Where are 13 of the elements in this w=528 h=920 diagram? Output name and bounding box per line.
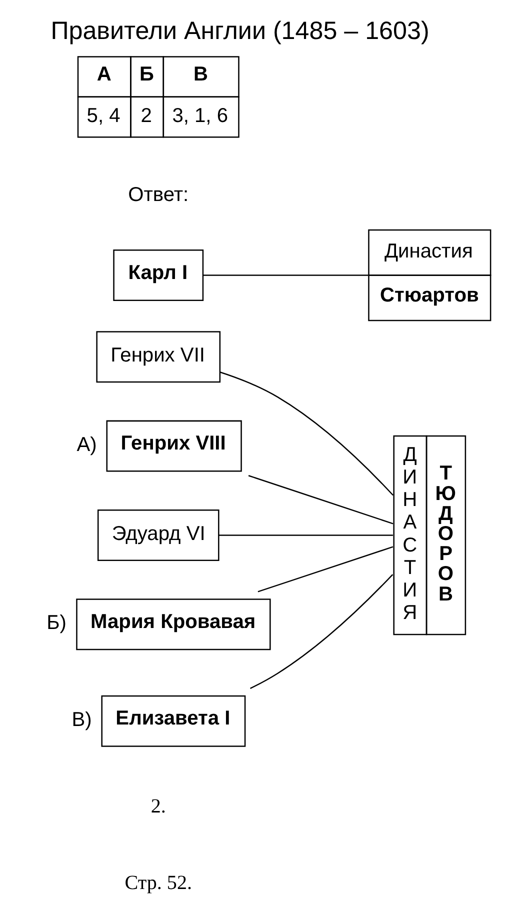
label: 2 xyxy=(140,104,152,126)
node-label: Б) xyxy=(46,612,66,634)
label: А xyxy=(96,62,111,85)
label: Б xyxy=(139,62,154,85)
node-label: А) xyxy=(76,433,96,456)
node-label: В) xyxy=(71,708,92,730)
label: 2. xyxy=(150,795,166,818)
label: В xyxy=(193,62,208,85)
label: 3, 1, 6 xyxy=(172,104,228,126)
label: Ответ: xyxy=(128,183,188,206)
label: Стр. 52. xyxy=(124,872,192,894)
label: 5, 4 xyxy=(86,104,120,126)
diagram-title: Правители Англии (1485 – 1603) xyxy=(50,16,429,45)
